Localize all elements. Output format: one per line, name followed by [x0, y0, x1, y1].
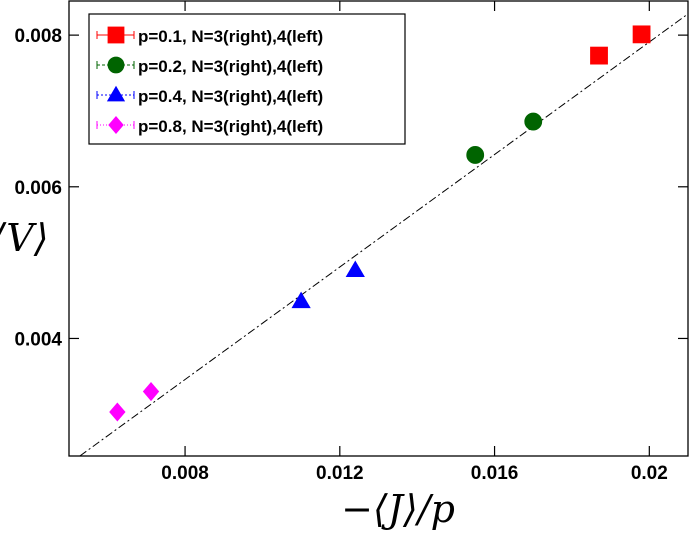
legend-marker-series-3 — [108, 115, 124, 135]
y-axis-label: ⟨V⟩ — [0, 216, 49, 260]
legend-label-p08: p=0.8, N=3(right),4(left) — [138, 117, 323, 136]
data-point-series-0 — [590, 46, 608, 65]
legend-marker-series-2 — [106, 85, 126, 102]
x-axis-label: −⟨J⟩/p — [341, 487, 455, 531]
y-tick-label: 0.006 — [14, 178, 62, 199]
data-point-series-2 — [291, 291, 311, 309]
x-tick-label: 0.012 — [316, 463, 364, 484]
legend-label-p02: p=0.2, N=3(right),4(left) — [138, 57, 323, 76]
data-marks-layer — [109, 25, 651, 422]
x-tick-label: 0.016 — [471, 463, 519, 484]
data-point-series-1 — [466, 146, 485, 164]
ticks-layer: 0.008 0.012 0.016 0.02 0.004 0.006 0.008 — [14, 1, 688, 484]
data-point-series-0 — [632, 25, 651, 44]
data-point-series-1 — [524, 112, 543, 131]
x-tick-label: 0.008 — [161, 463, 209, 484]
legend-box — [88, 13, 406, 145]
legend: p=0.1, N=3(right),4(left) p=0.2, N=3(rig… — [88, 13, 406, 145]
fit-line — [79, 13, 689, 457]
legend-label-p01: p=0.1, N=3(right),4(left) — [138, 27, 323, 46]
x-tick-label: 0.02 — [631, 463, 668, 484]
data-point-series-2 — [345, 260, 365, 277]
data-point-series-3 — [109, 402, 126, 422]
legend-label-p04: p=0.4, N=3(right),4(left) — [138, 87, 323, 106]
legend-symbols — [96, 26, 135, 135]
plot-frame — [68, 0, 689, 457]
fit-line-layer — [79, 13, 689, 457]
y-tick-label: 0.008 — [14, 26, 62, 47]
legend-marker-series-0 — [107, 26, 125, 44]
y-tick-label: 0.004 — [14, 329, 62, 350]
data-point-series-3 — [142, 382, 160, 402]
legend-marker-series-1 — [107, 56, 125, 74]
